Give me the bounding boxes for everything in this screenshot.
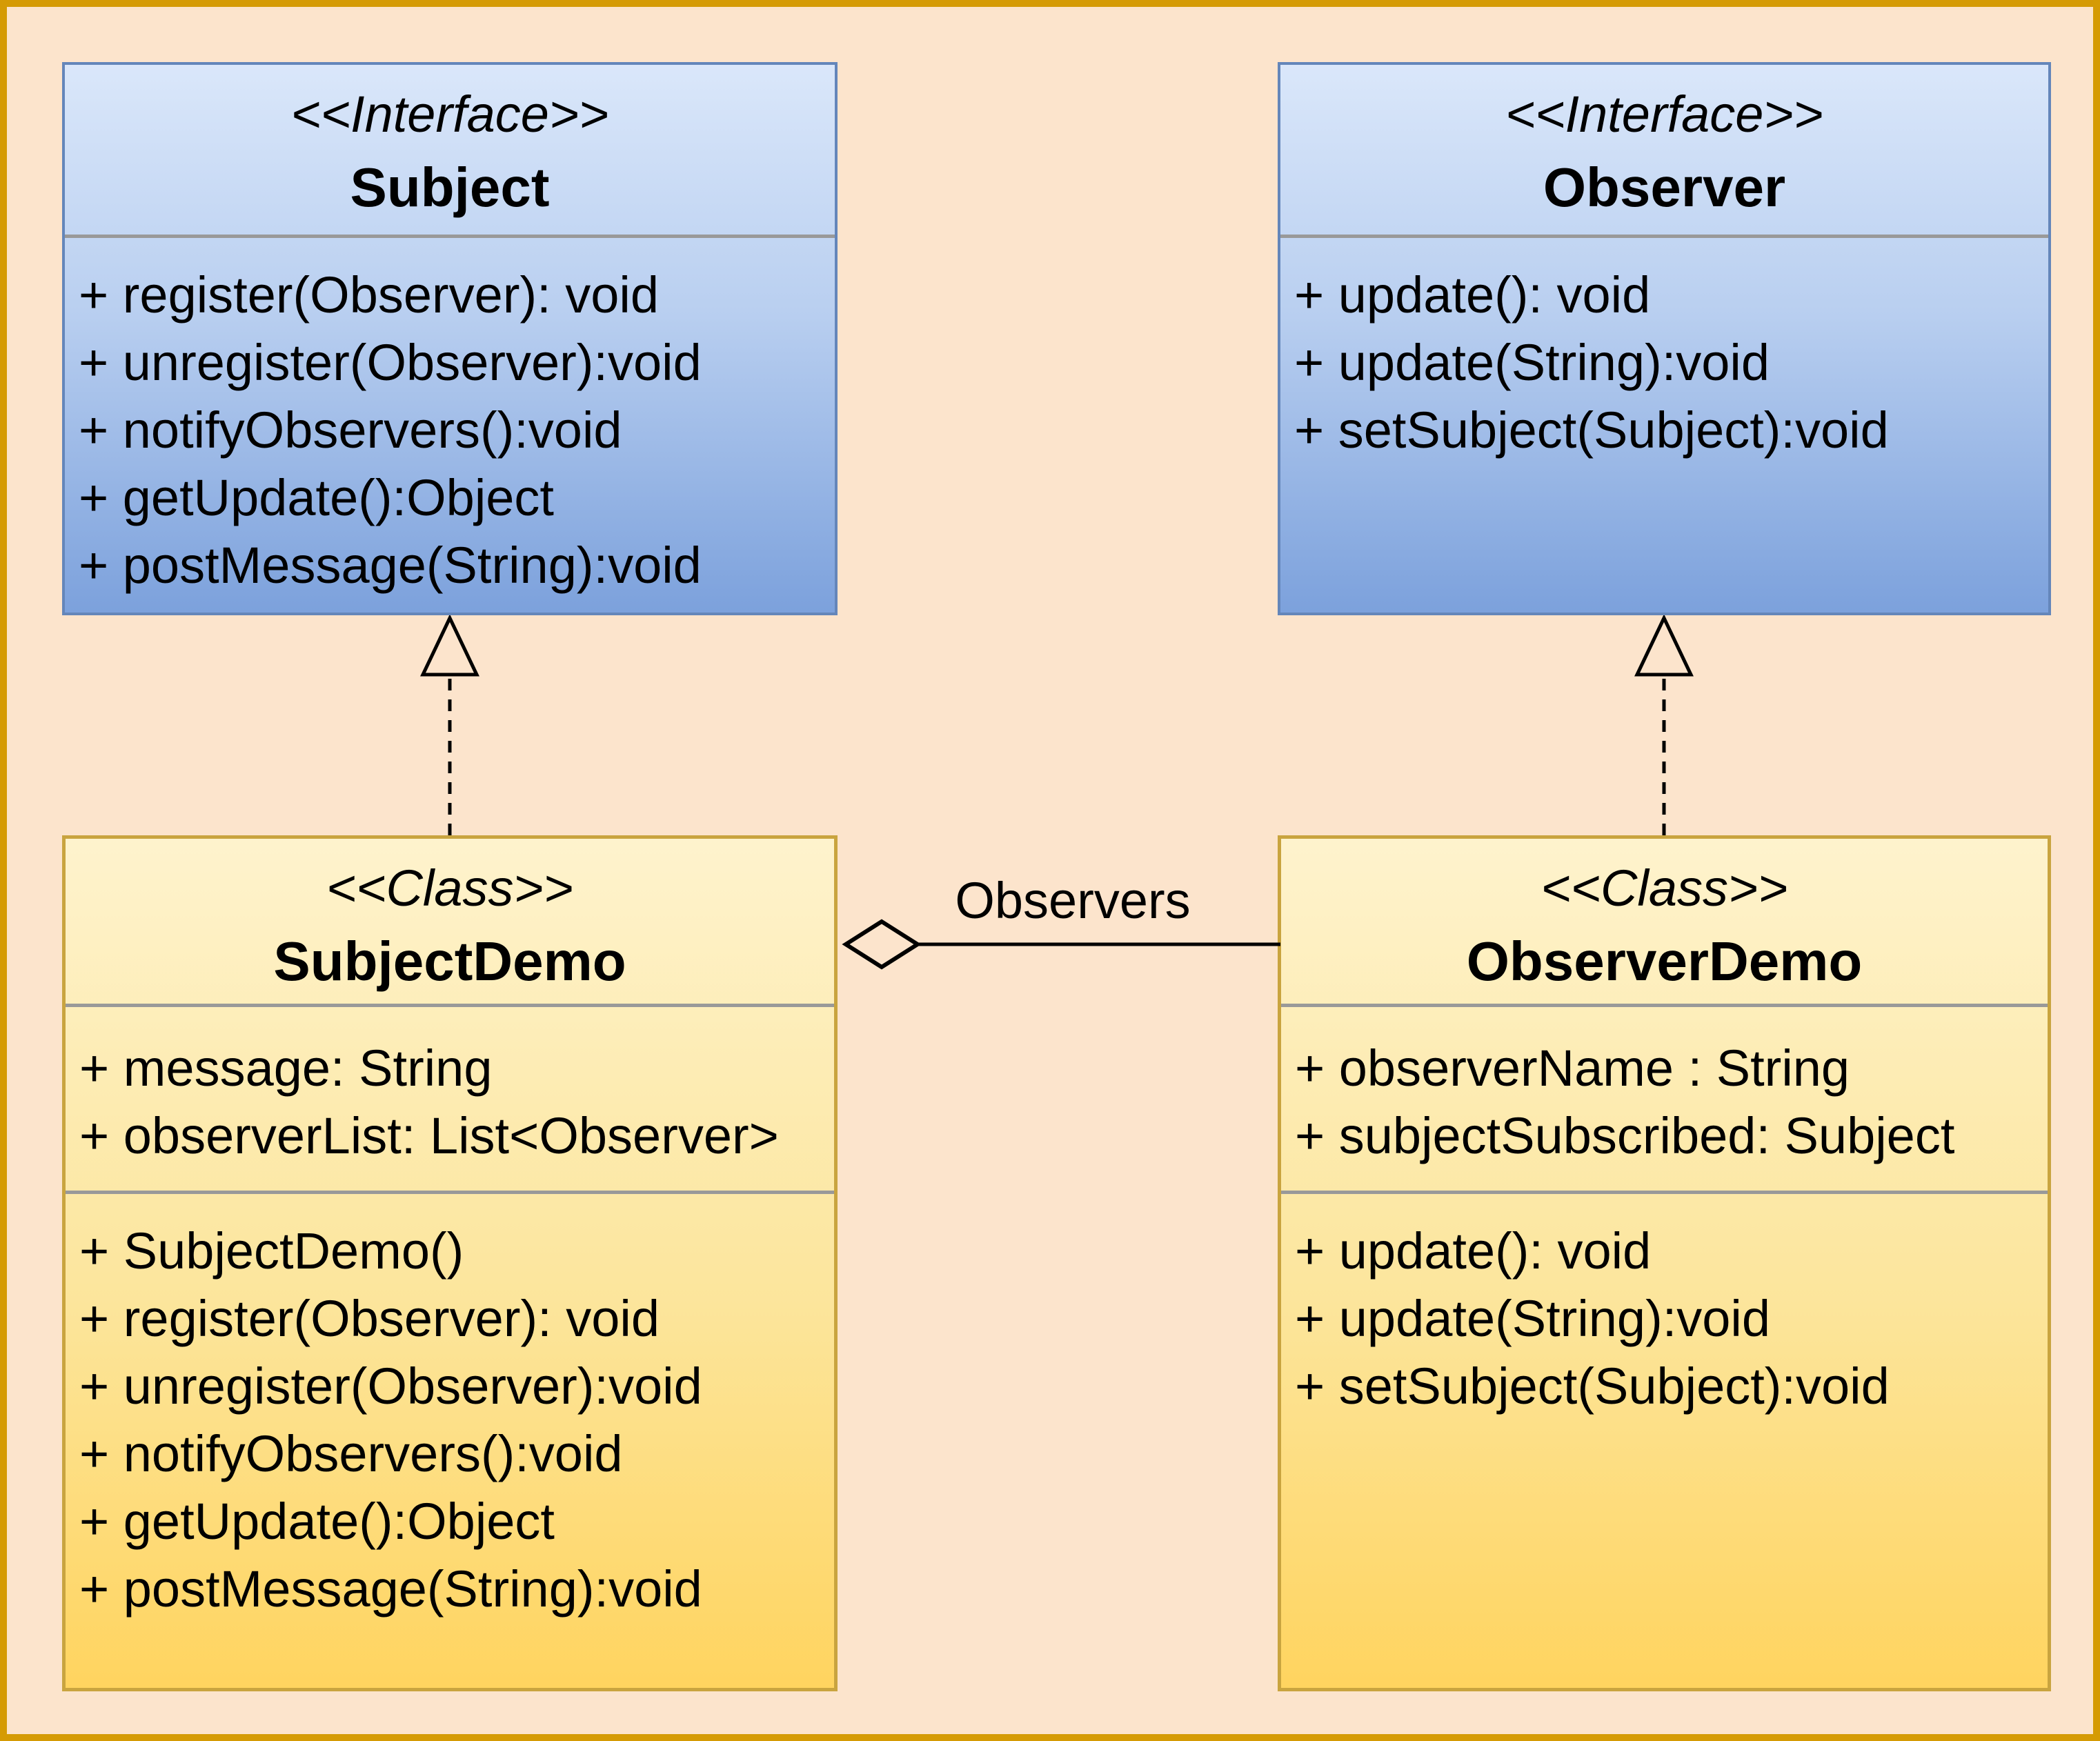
section-divider <box>1281 1191 2048 1194</box>
class-header-observer-demo: <<Class>> ObserverDemo <box>1281 839 2048 1004</box>
attributes-list-subject-demo: + message: String + observerList: List<Ob… <box>66 1007 834 1191</box>
method-line: + update(String):void <box>1294 334 1770 391</box>
attributes-list-observer-demo: + observerName : String + subjectSubscrib… <box>1281 1007 2048 1191</box>
section-divider <box>66 1191 834 1194</box>
method-line: + getUpdate():Object <box>79 469 554 526</box>
stereotype-label: <<Class>> <box>1541 859 1788 917</box>
realization-connector-subject <box>420 615 479 837</box>
class-header-observer: <<Interface>> Observer <box>1280 65 2048 235</box>
class-name-observer-demo: ObserverDemo <box>1466 931 1863 992</box>
methods-list-observer-demo: + update(): void + update(String):void + s… <box>1281 1194 2048 1688</box>
method-line: + getUpdate():Object <box>79 1493 555 1550</box>
class-name-subject-demo: SubjectDemo <box>273 931 626 992</box>
method-line: + update(): void <box>1295 1222 1652 1280</box>
method-line: + register(Observer): void <box>79 1290 660 1347</box>
method-line: + update(): void <box>1294 266 1651 324</box>
method-line: + postMessage(String):void <box>79 537 702 594</box>
methods-list-observer: + update(): void + update(String):void + s… <box>1280 238 2048 613</box>
method-line: + notifyObservers():void <box>79 1425 623 1482</box>
aggregation-diamond-icon <box>842 919 922 970</box>
section-divider <box>1280 235 2048 238</box>
triangle-arrowhead-icon <box>420 615 479 677</box>
section-divider <box>66 1004 834 1007</box>
section-divider <box>65 235 835 238</box>
attribute-line: + observerName : String <box>1295 1039 1850 1097</box>
class-box-observer-demo: <<Class>> ObserverDemo + observerName : … <box>1278 835 2051 1691</box>
triangle-arrowhead-icon <box>1634 615 1694 677</box>
method-line: + notifyObservers():void <box>79 401 622 459</box>
class-name-observer: Observer <box>1543 157 1786 218</box>
method-line: + unregister(Observer):void <box>79 334 702 391</box>
class-box-subject-demo: <<Class>> SubjectDemo + message: String+… <box>62 835 838 1691</box>
aggregation-connector <box>842 919 1280 970</box>
class-name-subject: Subject <box>350 157 550 218</box>
method-line: + setSubject(Subject):void <box>1295 1357 1890 1415</box>
association-label: Observers <box>955 872 1191 929</box>
class-header-subject-demo: <<Class>> SubjectDemo <box>66 839 834 1004</box>
class-box-subject: <<Interface>> Subject + register(Observe… <box>62 62 838 615</box>
stereotype-label: <<Interface>> <box>1505 86 1823 143</box>
method-line: + SubjectDemo() <box>79 1222 464 1280</box>
section-divider <box>1281 1004 2048 1007</box>
method-line: + unregister(Observer):void <box>79 1357 702 1415</box>
methods-list-subject-demo: + SubjectDemo() + register(Observer): voi… <box>66 1194 834 1688</box>
class-header-subject: <<Interface>> Subject <box>65 65 835 235</box>
method-line: + register(Observer): void <box>79 266 659 324</box>
class-box-observer: <<Interface>> Observer + update(): void+… <box>1278 62 2051 615</box>
attribute-line: + subjectSubscribed: Subject <box>1295 1107 1955 1164</box>
methods-list-subject: + register(Observer): void + unregister(O… <box>65 238 835 613</box>
realization-connector-observer <box>1634 615 1694 837</box>
attribute-line: + observerList: List<Observer> <box>79 1107 779 1164</box>
method-line: + setSubject(Subject):void <box>1294 401 1889 459</box>
method-line: + update(String):void <box>1295 1290 1771 1347</box>
stereotype-label: <<Interface>> <box>290 86 609 143</box>
stereotype-label: <<Class>> <box>326 859 573 917</box>
attribute-line: + message: String <box>79 1039 493 1097</box>
method-line: + postMessage(String):void <box>79 1560 702 1618</box>
